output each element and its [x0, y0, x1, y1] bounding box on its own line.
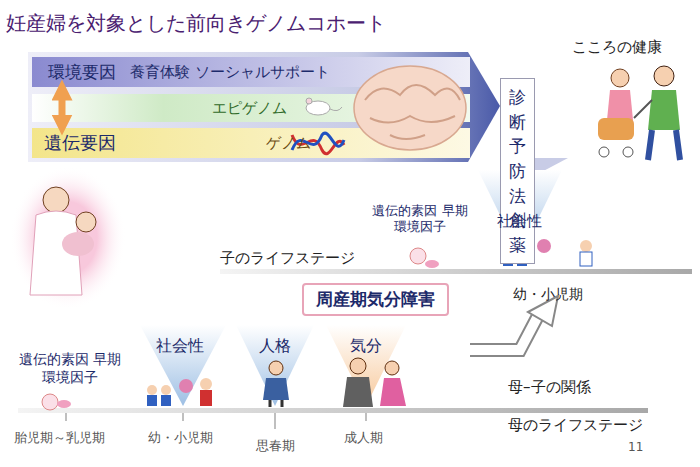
adult-figures — [350, 358, 366, 374]
node-text: エピゲノム — [212, 99, 287, 118]
adult-figures — [343, 377, 373, 407]
stage-name: 思春期 — [256, 438, 295, 454]
children-icons — [161, 385, 171, 395]
node-text: 遺伝要因 — [44, 131, 116, 155]
tick-marks — [66, 413, 366, 429]
children-icons — [580, 252, 592, 266]
family-picture — [634, 100, 652, 118]
genetic-band: 遺伝要因 ゲノム — [32, 128, 470, 158]
children-icons — [580, 240, 592, 252]
relation-label: 母–子の関係 — [508, 378, 591, 397]
epigenome-band: エピゲノム — [32, 94, 470, 122]
adult-figures — [343, 358, 406, 407]
tick-marks — [66, 413, 366, 429]
stage-name: 成人期 — [344, 430, 383, 446]
node-text: 養育体験 ソーシャルサポート — [130, 63, 330, 82]
teen-figure — [270, 400, 282, 407]
family-picture — [598, 118, 634, 140]
brain-picture — [354, 66, 466, 150]
double-arrow — [59, 90, 66, 125]
mother-baby-picture — [10, 166, 126, 310]
stage-trait: 気分 — [350, 336, 382, 356]
family-picture — [623, 147, 633, 157]
environment-band: 環境要因養育体験 ソーシャルサポート — [32, 57, 470, 87]
stage-trait: 社会性 — [156, 336, 204, 356]
baby-icon — [57, 400, 71, 408]
teen-figure — [263, 361, 289, 407]
mother-baby-picture — [76, 212, 96, 232]
node-text: ゲノム — [266, 134, 311, 153]
mother-baby-picture — [43, 187, 69, 213]
family-picture — [611, 69, 629, 87]
stage-name: 幼・小児期 — [513, 286, 583, 304]
caption-label: こころの健康 — [572, 38, 662, 57]
mother-child-arrow — [470, 296, 558, 350]
brain-picture — [354, 66, 466, 150]
family-picture — [654, 66, 674, 86]
teen-figure — [269, 361, 283, 375]
lifestage-label: 母のライフステージ — [508, 416, 643, 435]
children-icons — [179, 379, 193, 393]
children-icons — [200, 390, 212, 406]
lifestage-label: 子のライフステージ — [220, 249, 355, 268]
outcome-box: 診断 予防法 創薬 — [500, 78, 535, 264]
funnels — [140, 170, 562, 406]
factor-label: 遺伝的素因 早期環境因子 — [372, 203, 468, 236]
teen-figure — [263, 378, 289, 400]
baby-icon — [425, 260, 439, 268]
adult-figures — [385, 361, 399, 375]
children-icons — [537, 239, 551, 253]
stage-name: 幼・小児期 — [148, 430, 213, 446]
adult-figures — [380, 378, 406, 406]
flow-chevron — [28, 52, 500, 162]
upper-timeline — [220, 269, 692, 274]
mother-child-arrow — [470, 312, 540, 350]
node-text: 環境要因 — [48, 61, 116, 84]
children-icons — [147, 395, 157, 406]
node-text: 周産期気分障害 — [316, 288, 435, 311]
flow-chevron — [28, 52, 500, 162]
node-text: 診断 予防法 創薬 — [509, 85, 526, 257]
funnels — [140, 325, 226, 406]
funnels — [326, 325, 406, 406]
band-fills — [32, 57, 470, 158]
children-icons — [161, 395, 171, 406]
mother-baby-picture — [62, 232, 94, 256]
family-picture — [648, 90, 680, 130]
children-icons — [200, 378, 212, 390]
family-picture — [648, 130, 680, 160]
funnels — [236, 325, 314, 406]
factor-label: 遺伝的素因 早期環境因子 — [18, 351, 122, 386]
lower-timeline — [18, 408, 648, 413]
baby-icon — [42, 394, 58, 410]
mother-child-arrow — [470, 312, 540, 350]
baby-icon — [410, 248, 426, 264]
mouse-icon — [330, 107, 342, 111]
stage-trait: 社会性 — [497, 212, 542, 231]
upper-timeline — [220, 269, 692, 274]
family-picture — [598, 66, 680, 160]
baby-icon — [42, 248, 439, 410]
mouse-icon — [306, 98, 342, 115]
disorder-box: 周産期気分障害 — [302, 283, 449, 316]
stage-name: 胎児期～乳児期 — [14, 430, 105, 446]
children-icons — [147, 385, 157, 395]
page-number: 11 — [628, 440, 643, 455]
family-picture — [599, 147, 609, 157]
lower-timeline — [18, 408, 648, 413]
brain-picture — [365, 85, 460, 139]
mouse-icon — [306, 98, 312, 104]
stage-trait: 人格 — [259, 336, 291, 356]
slide-title: 妊産婦を対象とした前向きゲノムコホート — [6, 10, 386, 37]
mother-baby-picture — [10, 166, 126, 310]
